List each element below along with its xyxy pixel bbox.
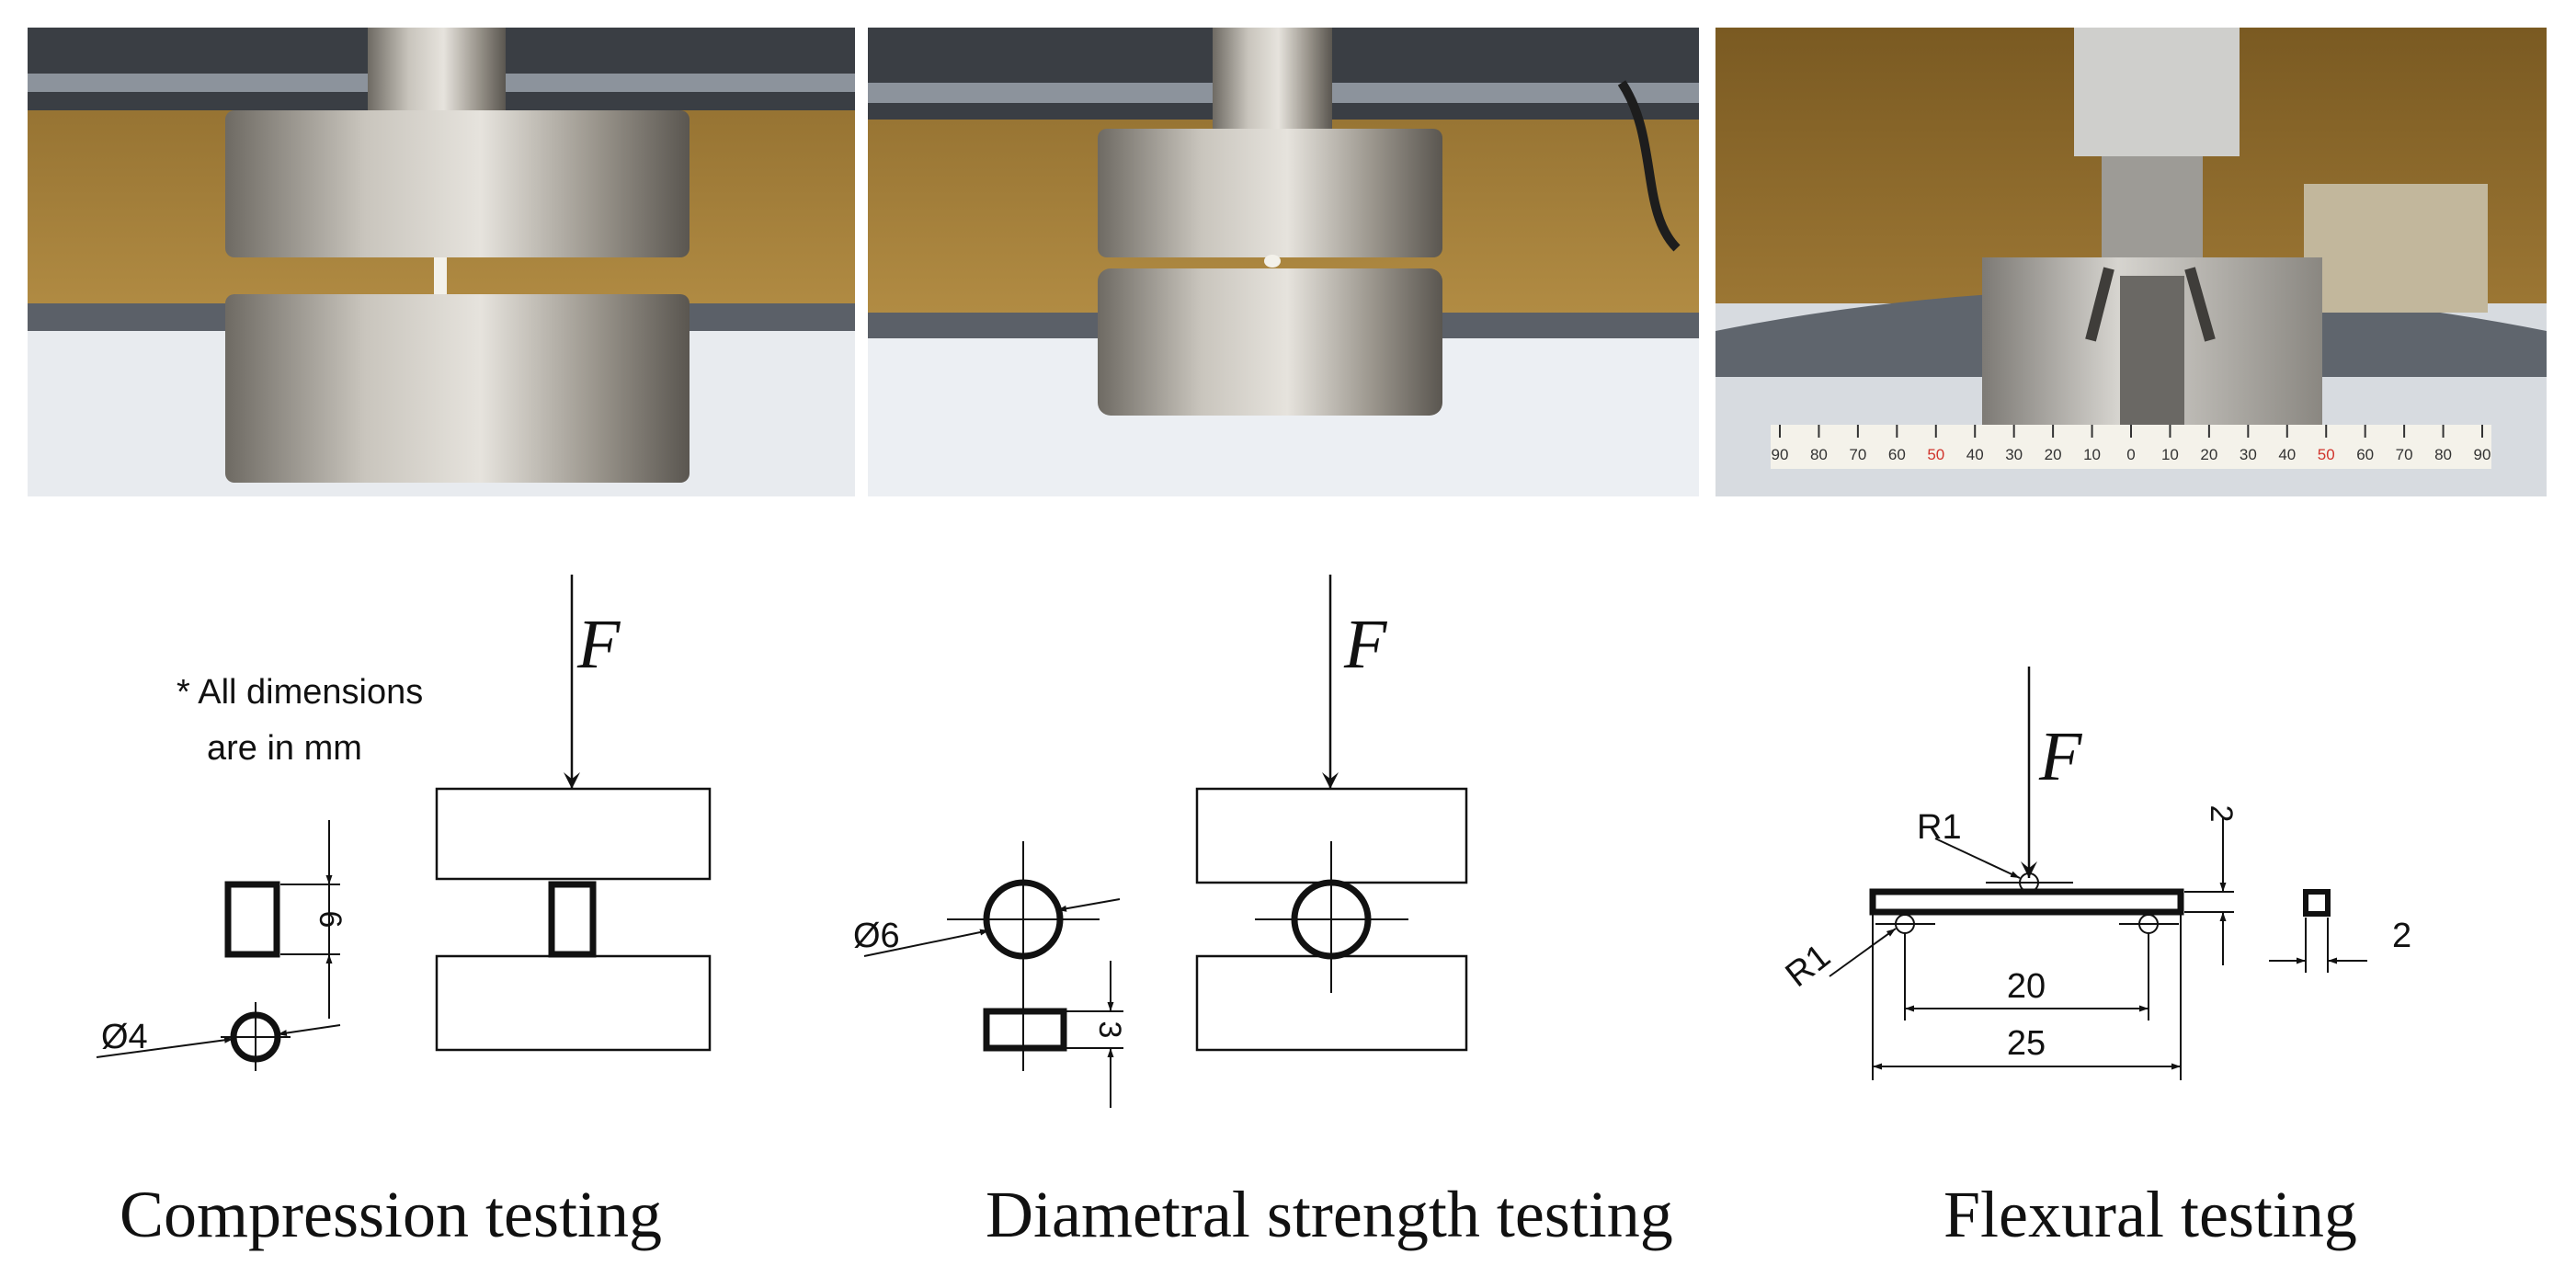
specimen-beam [1869, 888, 2184, 916]
ruler-label: 50 [1927, 446, 1944, 463]
lower-platen [225, 294, 690, 483]
ruler-label: 10 [2083, 446, 2101, 463]
ruler-label: 80 [2434, 446, 2452, 463]
note-line-2: are in mm [207, 729, 362, 768]
dim-radius-support: R1 [1779, 937, 1838, 995]
specimen-in-fixture [548, 881, 597, 958]
diametral-drawing: F Ø6 3 [853, 575, 1468, 1108]
ruler-label: 30 [2240, 446, 2257, 463]
photo-compression-test [28, 28, 855, 496]
upper-platen [225, 110, 690, 257]
ruler-label: 70 [2396, 446, 2413, 463]
upper-platen-drawing [435, 787, 712, 881]
upper-shaft [368, 28, 506, 120]
ruler-label: 40 [2278, 446, 2296, 463]
dim-width-flexural: 2 [2392, 917, 2411, 955]
note-line-1: * All dimensions [177, 673, 423, 712]
ruler-ticks: 90 80 70 60 50 40 30 20 10 0 10 20 30 40 50 60 70 80 90 [1772, 425, 2491, 463]
ruler-label: 20 [2200, 446, 2217, 463]
caption-diametral: Diametral strength testing [986, 1178, 1673, 1251]
caption-flexural: Flexural testing [1943, 1178, 2357, 1251]
specimen-side-view [224, 881, 280, 958]
force-label-compression: F [576, 606, 621, 683]
ruler-label: 90 [2474, 446, 2491, 463]
ruler-label: 40 [1966, 446, 1984, 463]
force-label-flexural: F [2038, 718, 2083, 795]
ruler-label: 60 [1888, 446, 1906, 463]
lower-platen [1098, 268, 1442, 416]
ruler-label: 60 [2356, 446, 2374, 463]
ruler-label: 20 [2045, 446, 2062, 463]
ruler-label: 10 [2161, 446, 2179, 463]
upper-platen [1098, 129, 1442, 257]
ruler-label: 70 [1849, 446, 1866, 463]
dim-thickness-flexural: 2 [2204, 805, 2239, 823]
photo-flexural-test: 90 80 70 60 50 40 30 20 10 0 10 20 30 40 50 60 70 80 90 [1715, 28, 2547, 496]
dim-diameter-compression: Ø4 [101, 1018, 148, 1056]
dim-radius-loading: R1 [1917, 808, 1962, 847]
technical-drawings: * All dimensions are in mm F 6 Ø4 F [96, 575, 2411, 1108]
lower-platen-drawing [435, 954, 712, 1052]
ruler-label: 80 [1810, 446, 1828, 463]
force-label-diametral: F [1343, 606, 1388, 683]
dim-length: 25 [2007, 1024, 2046, 1063]
caption-compression: Compression testing [120, 1178, 662, 1251]
support-pin-right [2184, 267, 2216, 342]
ruler-label: 90 [1772, 446, 1789, 463]
flexural-drawing: F R1 R1 2 2 20 25 [1779, 667, 2411, 1080]
dim-height-compression: 6 [313, 911, 348, 929]
dim-diameter-diametral: Ø6 [853, 917, 900, 955]
specimen-cylinder [434, 257, 447, 296]
dim-thickness-diametral: 3 [1092, 1021, 1127, 1039]
specimen-edge-view [983, 1008, 1067, 1052]
photo-diametral-test [868, 28, 1699, 496]
beam-cross-section [2303, 889, 2331, 917]
ruler-label: 0 [2126, 446, 2135, 463]
specimen-disc [1264, 255, 1281, 268]
upper-shaft [1213, 28, 1332, 138]
compression-drawing: * All dimensions are in mm F 6 Ø4 [96, 575, 712, 1071]
upper-fixture [2074, 28, 2240, 156]
support-pin-left [2085, 267, 2114, 342]
ruler-label: 30 [2005, 446, 2023, 463]
dim-span: 20 [2007, 967, 2046, 1006]
ruler-label: 50 [2318, 446, 2335, 463]
